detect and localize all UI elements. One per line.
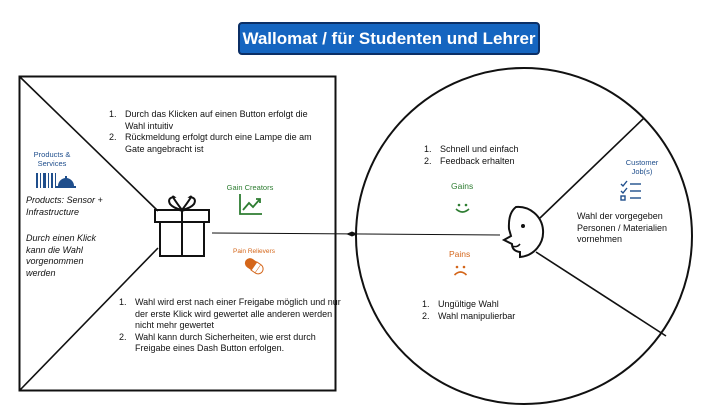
pain-item: Ungültige Wahl [432,299,572,311]
divider-upper-right [539,117,645,219]
gain-item: Schnell und einfach [434,144,574,156]
gain-creators-list: Durch das Klicken auf einen Button erfol… [103,109,315,155]
pain-item: Wahl manipulierbar [432,311,572,323]
divider-bottom-left [19,247,159,391]
gift-icon [154,195,210,257]
pain-relievers-list: Wahl wird erst nach einer Freigabe mögli… [113,297,345,355]
pill-icon [244,258,264,275]
pains-label: Pains [449,249,471,259]
fit-arrow-right [352,231,358,237]
gains-list: Schnell und einfach Feedback erhalten [418,144,574,167]
checklist-icon [620,180,641,201]
gain-creator-item: Rückmeldung erfolgt durch eine Lampe die… [119,132,315,155]
divider-lower-right [535,251,667,337]
barcode-cloche-icon [36,173,76,188]
products-label: Products & Services [33,150,71,168]
trend-up-chart-icon [239,194,262,215]
customer-profile-circle [355,67,693,405]
pain-relievers-label: Pain Relievers [233,248,275,255]
pains-list: Ungültige Wahl Wahl manipulierbar [416,299,572,322]
gain-item: Feedback erhalten [434,156,574,168]
gain-creators-label: Gain Creators [226,183,274,192]
divider-top-left [19,76,159,212]
pain-reliever-item: Wahl wird erst nach einer Freigabe mögli… [129,297,345,332]
customer-jobs-text: Wahl der vorgegeben Personen / Materiali… [577,211,668,244]
products-desc: Products: Sensor + Infrastructure [26,195,103,217]
title-badge: Wallomat / für Studenten und Lehrer [238,22,540,55]
gain-creator-item: Durch das Klicken auf einen Button erfol… [119,109,315,132]
pain-reliever-item: Wahl kann durch Sicherheiten, wie erst d… [129,332,345,355]
frown-icon [453,265,468,276]
smile-icon [455,203,470,213]
products-note: Durch einen Klick kann die Wahl vorgenom… [26,233,97,278]
gains-label: Gains [451,181,474,191]
page-title: Wallomat / für Studenten und Lehrer [242,28,536,48]
customer-face-icon [501,205,545,259]
customer-jobs-label: Customer Job(s) [625,158,659,176]
fit-arrow-left [346,231,352,237]
